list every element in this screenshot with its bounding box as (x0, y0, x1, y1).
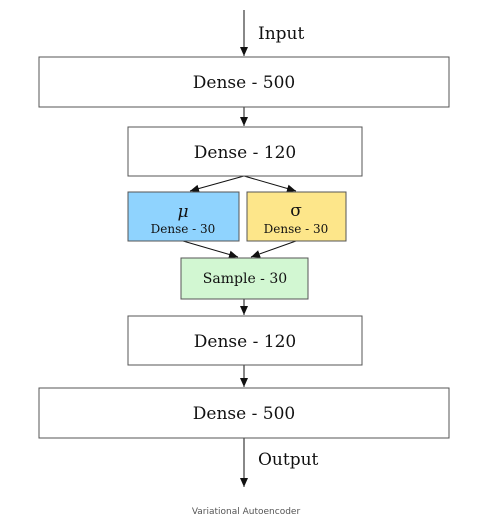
node-dense-120-bottom-box (127, 315, 363, 366)
input-label: Input (258, 24, 304, 44)
node-dense-500-top: Dense - 500 (38, 56, 450, 108)
node-dense-500-top-box (38, 56, 450, 108)
node-dense-500-bottom-box (38, 387, 450, 439)
node-mu-box (127, 191, 240, 242)
node-mu: μ Dense - 30 (127, 191, 240, 242)
edge-dense-120-to-mu (189, 175, 245, 193)
edges (182, 10, 297, 487)
node-dense-500-top-label: Dense - 500 (193, 73, 295, 93)
node-sigma-symbol: σ (290, 201, 302, 221)
edge-mu-to-sample (182, 240, 239, 259)
output-label: Output (258, 450, 319, 470)
node-sigma-label: Dense - 30 (264, 222, 329, 236)
node-dense-120-top-box (127, 126, 363, 177)
edge-sigma-to-sample (250, 240, 297, 258)
diagram-caption: Variational Autoencoder (192, 507, 301, 517)
edge-dense-120-to-sigma (243, 175, 297, 193)
node-sigma: σ Dense - 30 (246, 191, 347, 242)
node-sigma-box (246, 191, 347, 242)
node-mu-symbol: μ (177, 202, 188, 222)
node-dense-120-bottom-label: Dense - 120 (194, 332, 296, 352)
node-dense-120-top-label: Dense - 120 (194, 143, 296, 163)
node-dense-500-bottom: Dense - 500 (38, 387, 450, 439)
node-mu-label: Dense - 30 (151, 222, 216, 236)
node-sample: Sample - 30 (180, 257, 309, 300)
node-sample-label: Sample - 30 (203, 271, 287, 287)
node-dense-120-bottom: Dense - 120 (127, 315, 363, 366)
node-sample-box (180, 257, 309, 300)
node-dense-120-top: Dense - 120 (127, 126, 363, 177)
node-dense-500-bottom-label: Dense - 500 (193, 404, 295, 424)
